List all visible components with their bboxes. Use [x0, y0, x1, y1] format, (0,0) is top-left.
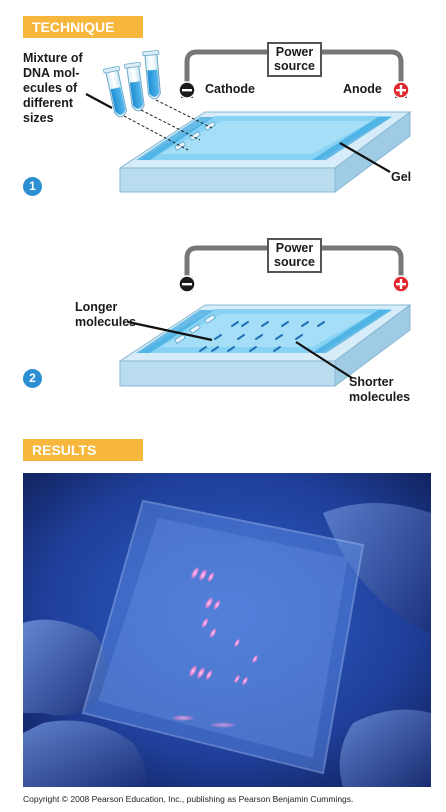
power-source-box: Power source	[267, 42, 322, 77]
step2-apparatus	[118, 245, 412, 387]
tray-side	[334, 111, 411, 193]
copyright-notice: Copyright © 2008 Pearson Education, Inc.…	[23, 794, 354, 804]
results-gel-photo	[23, 473, 431, 787]
step1-apparatus	[85, 49, 412, 193]
results-header: RESULTS	[23, 439, 143, 461]
dna-bands	[199, 321, 325, 352]
longer-leader	[127, 320, 213, 342]
power-source-box-2: Power source	[267, 238, 322, 273]
test-tube-icons	[103, 50, 161, 118]
step-2-badge: 2	[23, 369, 42, 388]
mixture-label: Mixture of DNA mol- ecules of different …	[23, 51, 83, 125]
step-1-badge: 1	[23, 177, 42, 196]
shorter-molecules-label: Shorter molecules	[349, 375, 411, 404]
anode-wire	[320, 49, 404, 88]
longer-molecules-label: Longer molecules	[75, 300, 137, 329]
gel-label: Gel	[391, 170, 412, 184]
gel-leader	[339, 142, 391, 173]
cathode-wire	[184, 49, 268, 88]
technique-header: TECHNIQUE	[23, 16, 143, 38]
cathode-wire-2	[184, 245, 268, 284]
loading-lines	[123, 99, 213, 151]
mixture-leader	[85, 93, 113, 109]
gel-band-marks	[171, 566, 259, 728]
anode-label: Anode	[343, 82, 382, 96]
shorter-leader	[295, 341, 353, 379]
anode-wire-2	[320, 245, 404, 284]
cathode-label: Cathode	[205, 82, 255, 96]
